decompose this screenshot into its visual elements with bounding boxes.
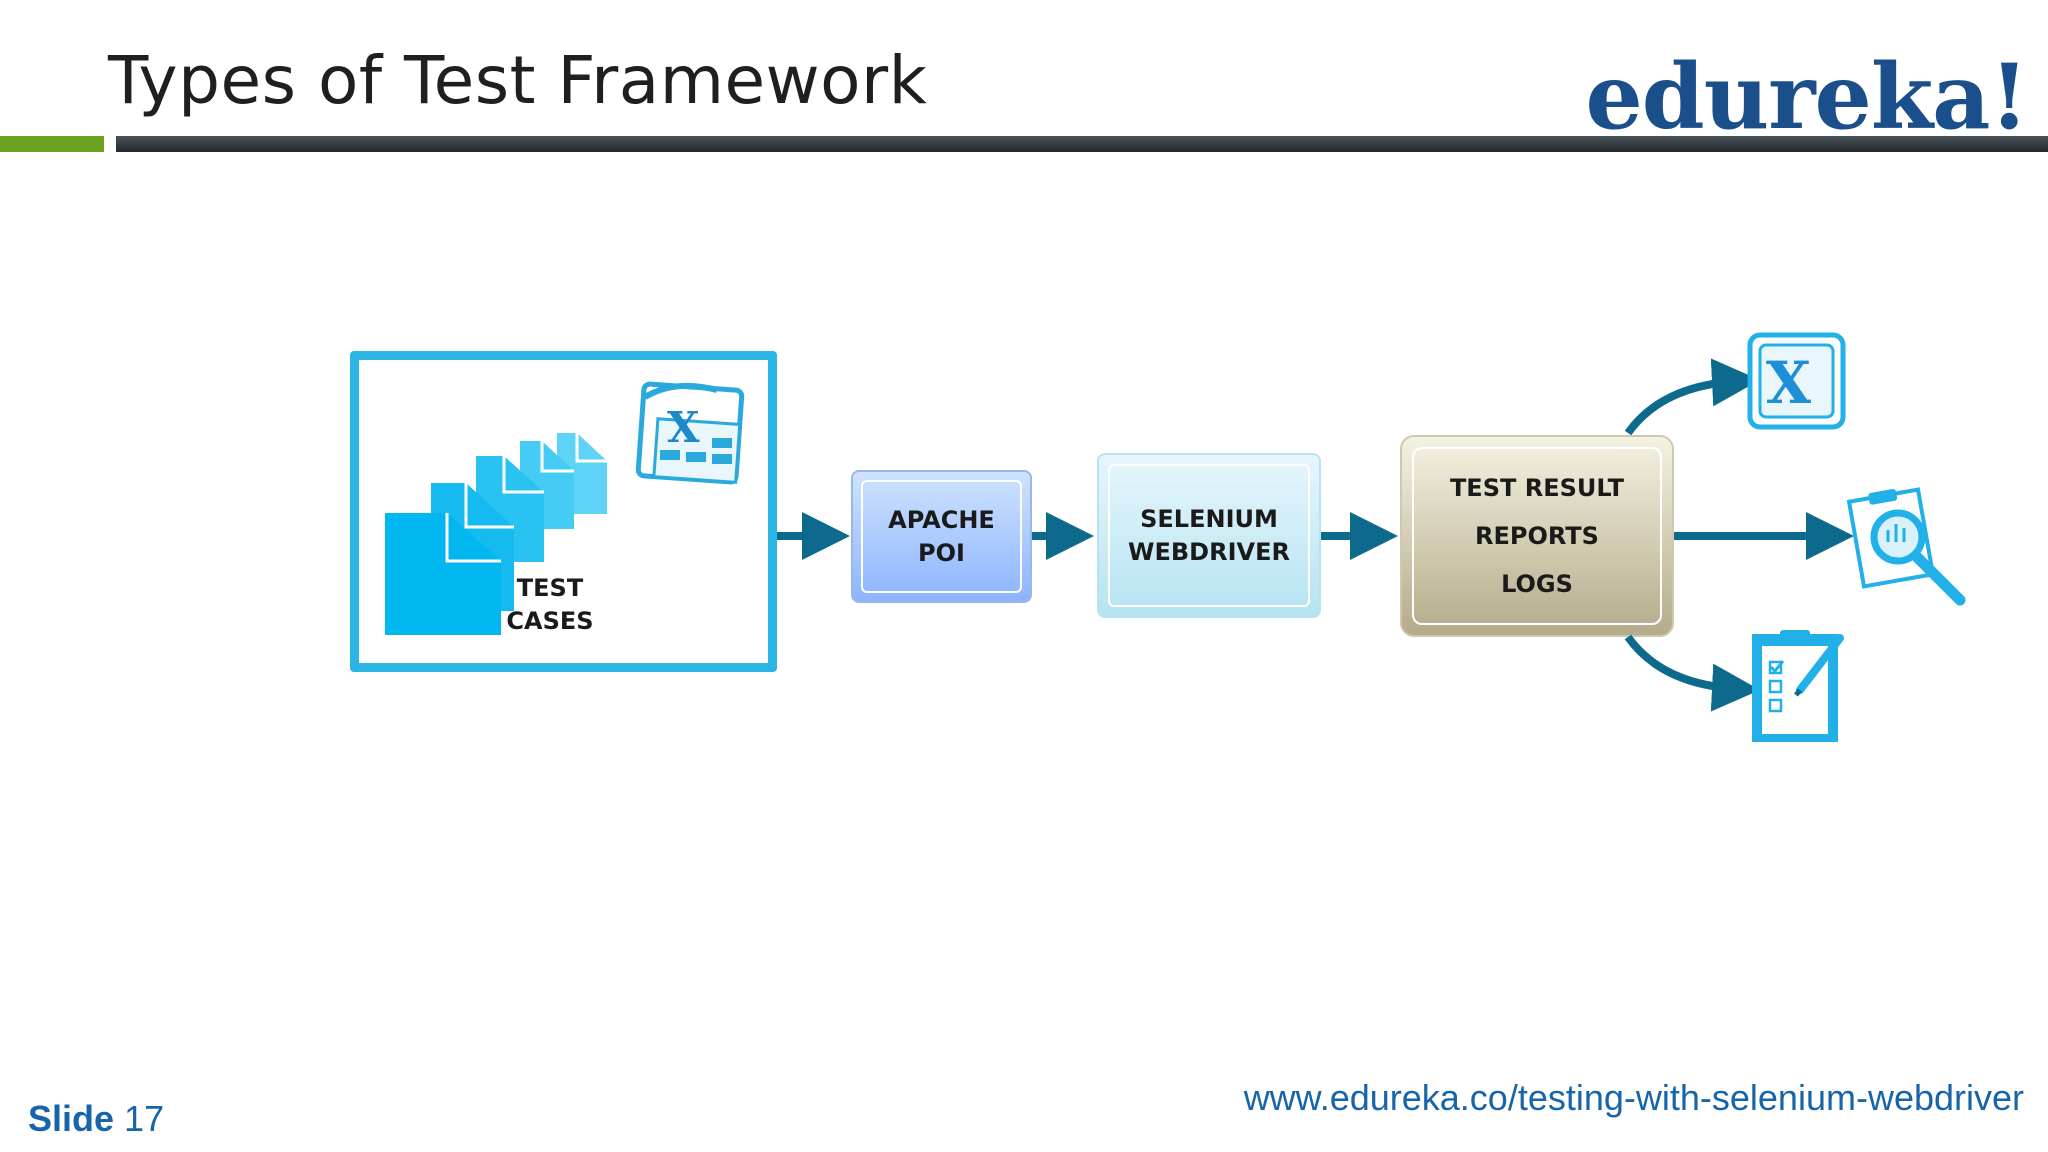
selenium-line1: SELENIUM — [1140, 504, 1278, 533]
svg-text:X: X — [667, 403, 700, 452]
test-cases-label-line2: CASES — [506, 607, 594, 635]
apache-poi-box: APACHE POI — [851, 470, 1032, 603]
test-cases-label: TEST CASES — [500, 572, 600, 638]
arrow-results-to-checklist — [1624, 634, 1760, 712]
slide-number: Slide 17 — [28, 1098, 164, 1140]
results-line1: TEST RESULT — [1449, 474, 1625, 502]
results-line2: REPORTS — [1475, 522, 1599, 550]
results-line3: LOGS — [1501, 570, 1573, 598]
test-results-box: TEST RESULT REPORTS LOGS — [1400, 435, 1674, 637]
excel-output-icon: X — [1747, 332, 1846, 430]
checklist-icon — [1752, 630, 1844, 742]
slide-title: Types of Test Framework — [108, 42, 928, 119]
slide-label: Slide — [28, 1098, 115, 1139]
edureka-logo: edureka! — [1585, 44, 2029, 150]
accent-bar — [0, 136, 104, 152]
apache-poi-line1: APACHE — [888, 505, 995, 534]
excel-file-icon: X — [635, 381, 745, 485]
selenium-webdriver-box: SELENIUM WEBDRIVER — [1097, 453, 1321, 618]
arrow-results-to-excel — [1624, 358, 1760, 436]
selenium-line2: WEBDRIVER — [1128, 537, 1290, 566]
documents-stack-icon — [385, 433, 607, 635]
footer-url-link[interactable]: www.edureka.co/testing-with-selenium-web… — [1243, 1077, 2024, 1118]
svg-text:X: X — [1766, 349, 1811, 417]
slide-number-value: 17 — [124, 1098, 165, 1139]
apache-poi-line2: POI — [918, 538, 965, 567]
test-cases-label-line1: TEST — [516, 574, 584, 602]
header-divider — [116, 136, 2048, 152]
report-magnifier-icon — [1846, 487, 1966, 606]
